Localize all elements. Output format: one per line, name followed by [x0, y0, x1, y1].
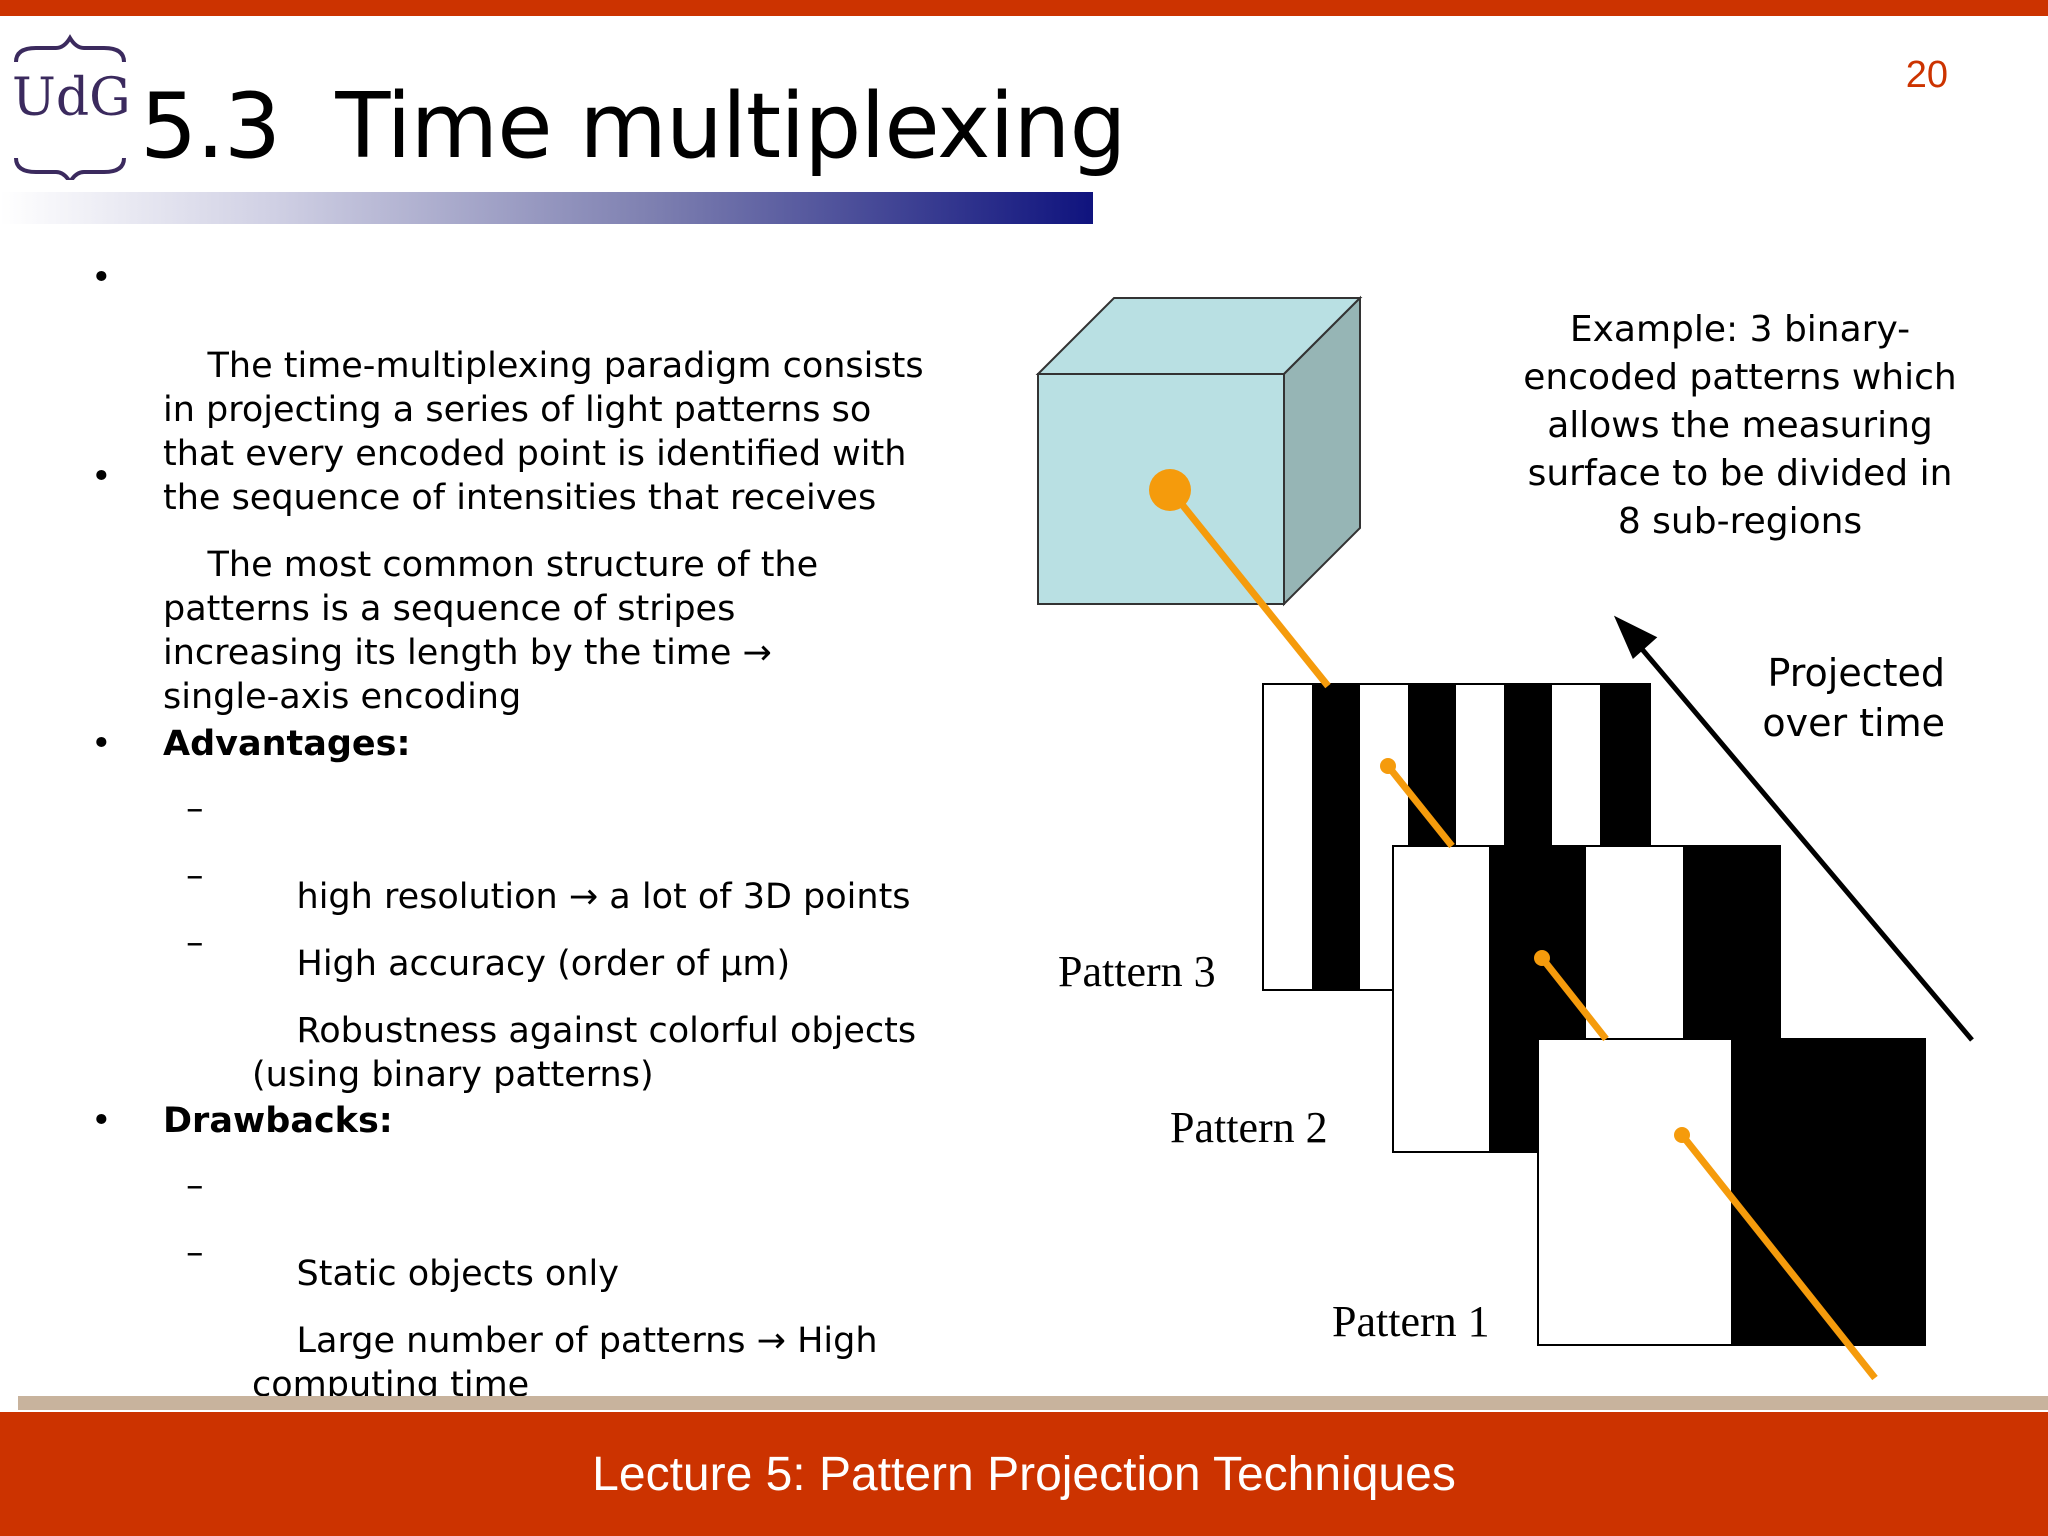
pattern-1-label: Pattern 1	[1332, 1297, 1490, 1346]
slide-title: 5.3 Time multiplexing	[140, 74, 1127, 179]
title-gradient-bar	[0, 192, 1093, 224]
ray-pattern-2-point	[1534, 950, 1550, 966]
ray-cube	[1169, 489, 1331, 689]
time-arrow-line	[1634, 640, 1974, 1042]
dash-mark: –	[186, 1166, 204, 1206]
footer-bar: Lecture 5: Pattern Projection Techniques	[0, 1412, 2048, 1536]
ray-pattern-1-point	[1674, 1127, 1690, 1143]
pattern-2-label: Pattern 2	[1170, 1103, 1328, 1152]
example-description: Example: 3 binary- encoded patterns whic…	[1523, 309, 1957, 542]
projected-over-time-label: Projected over time	[1762, 651, 1945, 745]
ray-cube-point	[1149, 469, 1191, 511]
bullet-mark: •	[91, 724, 112, 764]
time-arrow-head-icon	[1613, 615, 1658, 659]
pattern-3-label: Pattern 3	[1058, 947, 1216, 996]
logo-text: UdG	[12, 68, 131, 128]
top-accent-bar	[0, 0, 2048, 16]
bullet-text: The most common structure of the pattern…	[163, 545, 819, 717]
bullet-item: • The most common structure of the patte…	[91, 455, 819, 763]
bullet-item: • The time-multiplexing paradigm consist…	[91, 256, 924, 564]
udg-logo-icon	[14, 34, 126, 180]
ray-pattern-3-point	[1380, 758, 1396, 774]
advantages-heading: • Advantages:	[91, 724, 411, 764]
page-number: 20	[1905, 54, 1948, 96]
ray-pattern-2	[1539, 955, 1609, 1042]
footer-text: Lecture 5: Pattern Projection Techniques	[592, 1447, 1456, 1501]
bullet-mark: •	[91, 457, 112, 497]
dash-mark: –	[186, 1233, 204, 1273]
footer-divider	[18, 1396, 2048, 1410]
bullet-text: The time-multiplexing paradigm consists …	[163, 346, 924, 518]
dash-mark: –	[186, 789, 204, 829]
ray-pattern-1	[1679, 1132, 1878, 1381]
advantage-item: – Robustness against colorful objects (u…	[186, 923, 917, 1095]
bullet-mark: •	[91, 258, 112, 298]
bullet-mark: •	[91, 1101, 112, 1141]
advantage-item: – High accuracy (order of μm)	[186, 856, 791, 984]
ray-pattern-3	[1385, 763, 1455, 849]
advantage-item: – high resolution → a lot of 3D points	[186, 789, 911, 917]
dash-mark: –	[186, 923, 204, 963]
drawback-item: – Large number of patterns → High comput…	[186, 1233, 878, 1405]
drawback-item: – Static objects only	[186, 1166, 619, 1294]
drawbacks-heading: • Drawbacks:	[91, 1101, 393, 1141]
dash-mark: –	[186, 856, 204, 896]
